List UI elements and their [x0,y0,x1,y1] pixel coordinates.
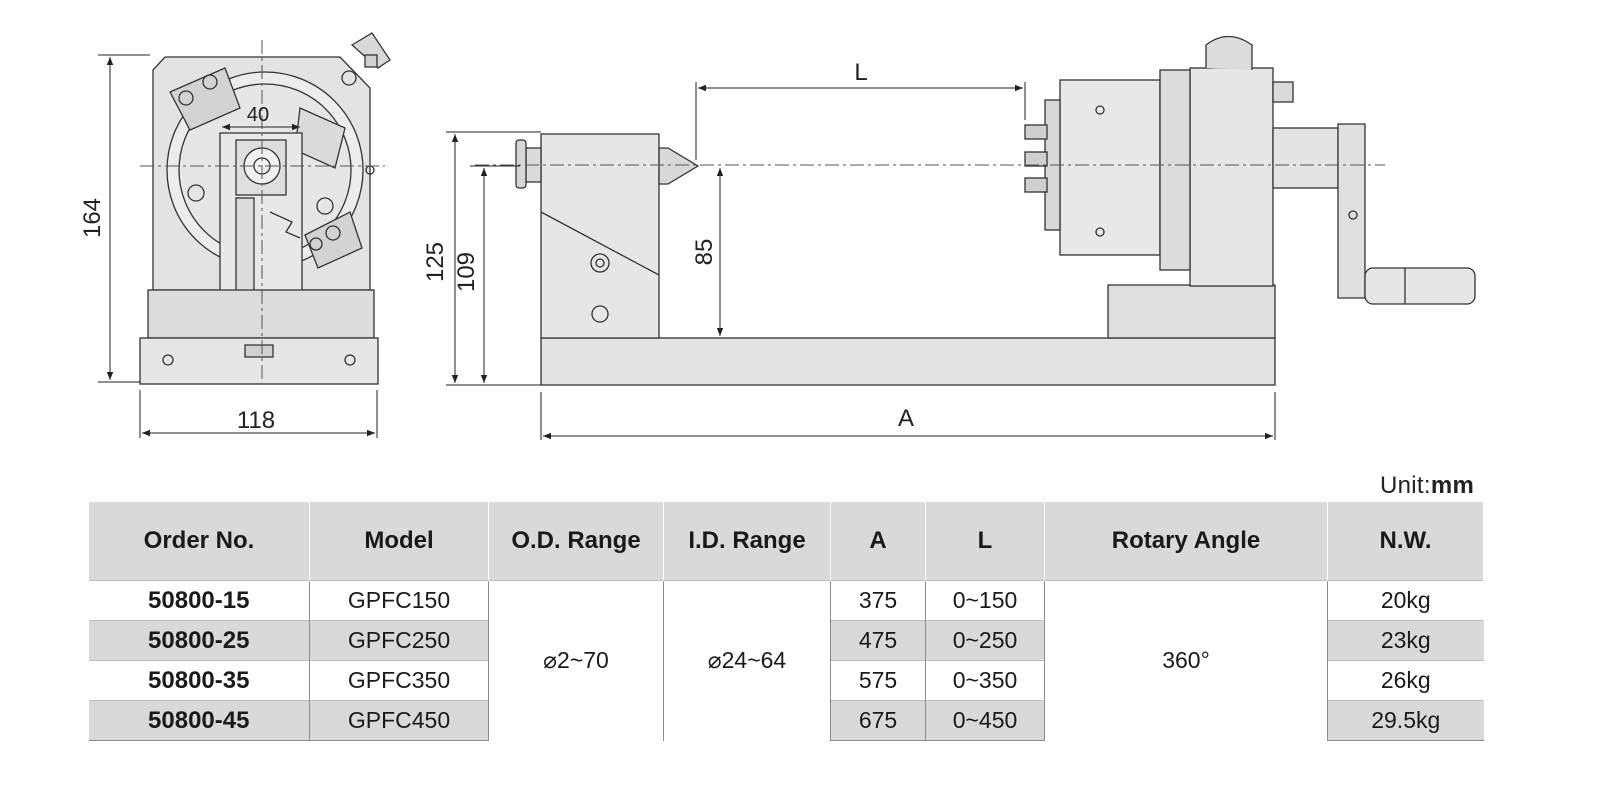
a-cell: 675 [830,700,926,741]
a-cell: 475 [830,620,926,661]
l-cell: 0~450 [925,700,1045,741]
header-model: Model [309,502,489,581]
front-width-dim: 118 [237,407,275,434]
order-no-cell: 50800-25 [88,620,310,661]
model-cell: GPFC450 [309,700,489,741]
l-cell: 0~350 [925,660,1045,701]
total-a-dim: A [898,405,914,432]
nw-cell: 20kg [1327,580,1484,621]
l-cell: 0~150 [925,580,1045,621]
front-slot-dim: 40 [247,104,269,126]
center-85-dim: 85 [691,239,718,266]
header-order-no: Order No. [88,502,310,581]
nw-cell: 29.5kg [1327,700,1484,741]
table-row: 50800-15 GPFC150 ⌀2~70 ⌀24~64 375 0~150 … [88,580,1484,741]
unit-label: Unit:mm [1380,472,1475,499]
spec-table: Order No. Model O.D. Range I.D. Range A … [88,502,1484,741]
nw-cell: 26kg [1327,660,1484,701]
id-range-cell: ⌀24~64 [663,580,831,741]
header-a: A [830,502,926,581]
header-od-range: O.D. Range [488,502,664,581]
l-cell: 0~250 [925,620,1045,661]
table-header-row: Order No. Model O.D. Range I.D. Range A … [88,502,1484,581]
height-109-dim: 109 [453,252,480,292]
a-cell: 375 [830,580,926,621]
model-cell: GPFC350 [309,660,489,701]
technical-drawing: 164 118 40 [79,32,1476,440]
header-rotary-angle: Rotary Angle [1044,502,1328,581]
od-range-cell: ⌀2~70 [488,580,664,741]
table-row: 50800-45 GPFC450 675 0~450 29.5kg [88,700,1484,741]
order-no-cell: 50800-45 [88,700,310,741]
front-height-dim: 164 [79,198,106,238]
header-l: L [925,502,1045,581]
model-cell: GPFC150 [309,580,489,621]
header-nw: N.W. [1327,502,1484,581]
side-view [515,35,1476,386]
header-id-range: I.D. Range [663,502,831,581]
model-cell: GPFC250 [309,620,489,661]
table-row: 50800-25 GPFC250 475 0~250 23kg [88,620,1484,661]
rotary-angle-cell: 360° [1044,580,1328,741]
table-row: 50800-35 GPFC350 575 0~350 26kg [88,660,1484,701]
order-no-cell: 50800-35 [88,660,310,701]
front-view [139,32,391,385]
length-l-dim: L [854,59,867,86]
a-cell: 575 [830,660,926,701]
height-125-dim: 125 [422,242,449,282]
order-no-cell: 50800-15 [88,580,310,621]
nw-cell: 23kg [1327,620,1484,661]
